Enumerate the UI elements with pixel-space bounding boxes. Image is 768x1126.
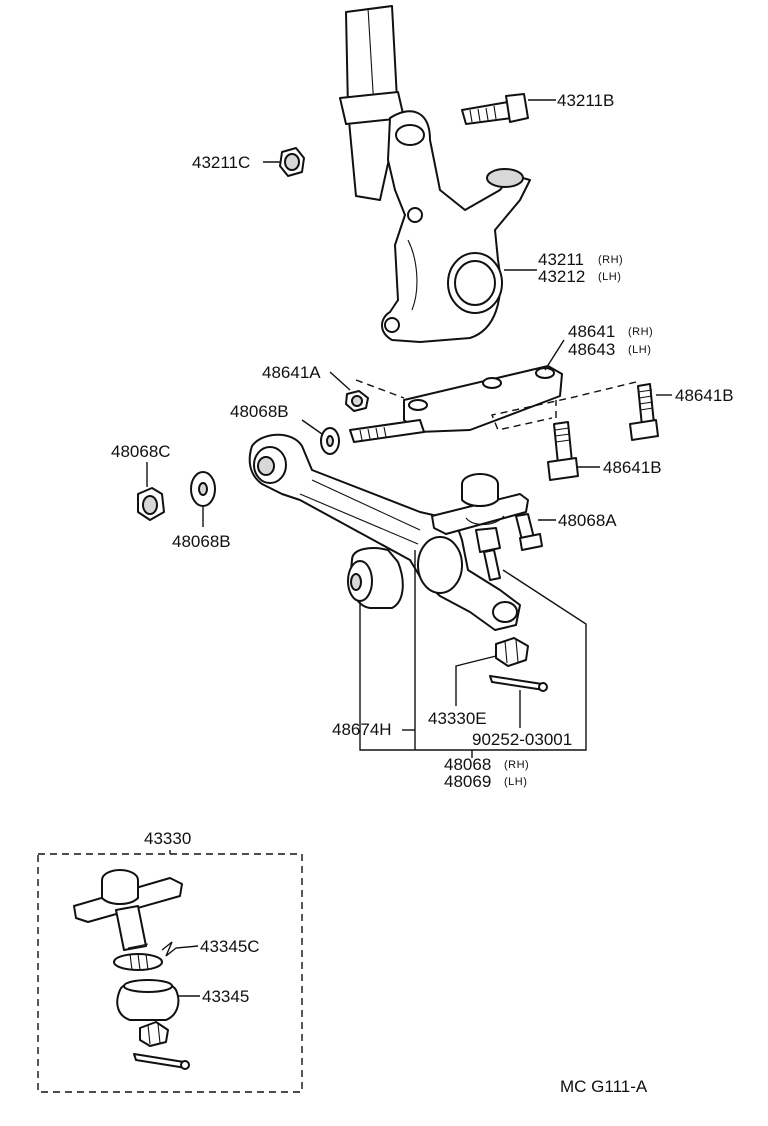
label-48641-side: (RH) bbox=[628, 326, 653, 338]
cotter-pin-inset[interactable] bbox=[133, 1053, 190, 1070]
label-43211c: 43211C bbox=[192, 153, 250, 172]
label-48643-side: (LH) bbox=[628, 344, 651, 356]
label-43345: 43345 bbox=[202, 987, 249, 1006]
bolt-48068A[interactable] bbox=[515, 513, 543, 551]
label-43212: 43212 bbox=[538, 267, 585, 286]
diagram-code: MC G111-A bbox=[560, 1077, 648, 1096]
bolt-48641B-bottom[interactable] bbox=[547, 421, 579, 481]
bushing-48068C[interactable] bbox=[137, 487, 165, 521]
steering-knuckle[interactable] bbox=[381, 110, 531, 343]
label-48068b-bottom: 48068B bbox=[172, 532, 231, 551]
bolt-43211B[interactable] bbox=[461, 93, 529, 125]
label-48643: 48643 bbox=[568, 340, 615, 359]
label-48069: 48069 bbox=[444, 772, 491, 791]
label-48641b-bottom: 48641B bbox=[603, 458, 662, 477]
bracket-48641[interactable] bbox=[349, 365, 563, 443]
label-48069-side: (LH) bbox=[504, 776, 527, 788]
label-90252: 90252-03001 bbox=[472, 730, 572, 749]
bolt-48641B-top[interactable] bbox=[629, 383, 659, 441]
label-43330e: 43330E bbox=[428, 709, 487, 728]
label-43211: 43211 bbox=[538, 250, 584, 269]
cotter-pin-90252[interactable] bbox=[489, 675, 548, 692]
label-43211b: 43211B bbox=[557, 91, 614, 110]
lower-control-arm[interactable] bbox=[248, 433, 521, 631]
label-48641b-top: 48641B bbox=[675, 386, 734, 405]
label-48641: 48641 bbox=[568, 322, 615, 341]
label-48641a: 48641A bbox=[262, 363, 321, 382]
label-43212-side: (LH) bbox=[598, 271, 621, 283]
label-48068b-top: 48068B bbox=[230, 402, 289, 421]
inset-43330-frame bbox=[37, 853, 303, 1093]
label-48068: 48068 bbox=[444, 755, 491, 774]
nut-43211C[interactable] bbox=[279, 147, 305, 177]
nut-48641A[interactable] bbox=[345, 390, 369, 412]
washer-48068B-bottom[interactable] bbox=[190, 471, 216, 507]
label-48068a: 48068A bbox=[558, 511, 617, 530]
ring-43345C[interactable] bbox=[113, 953, 163, 971]
label-43330: 43330 bbox=[144, 829, 191, 848]
castle-nut-43330E[interactable] bbox=[495, 637, 529, 667]
label-48068c: 48068C bbox=[111, 442, 171, 461]
label-48674h: 48674H bbox=[332, 720, 392, 739]
ball-joint-43330[interactable] bbox=[73, 869, 183, 951]
label-43211-side: (RH) bbox=[598, 254, 623, 266]
bushing-48674H[interactable] bbox=[347, 547, 404, 609]
ball-joint-mounted[interactable] bbox=[431, 473, 529, 581]
boot-43345[interactable] bbox=[116, 979, 180, 1021]
washer-48068B-top[interactable] bbox=[320, 427, 340, 455]
label-48068-side: (RH) bbox=[504, 759, 529, 771]
castle-nut-inset[interactable] bbox=[139, 1021, 169, 1047]
label-43345c: 43345C bbox=[200, 937, 260, 956]
strut-tube bbox=[339, 5, 405, 201]
